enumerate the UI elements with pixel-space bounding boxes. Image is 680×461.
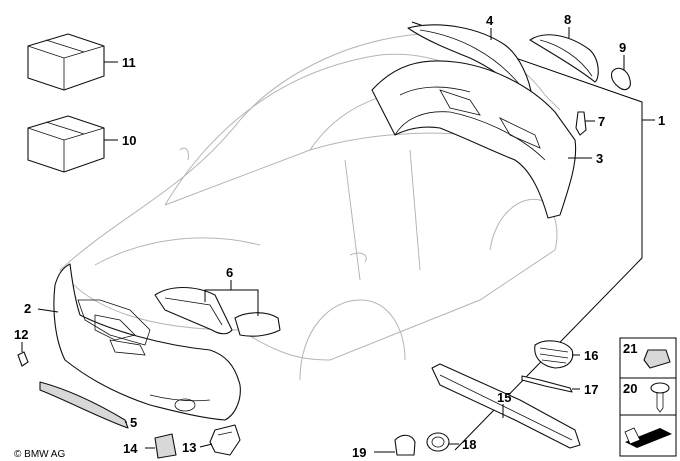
part-fog-cover-19[interactable]: [394, 434, 416, 456]
callout-17: 17: [584, 382, 598, 397]
callout-20: 20: [623, 381, 637, 396]
callout-12: 12: [14, 327, 28, 342]
callout-15: 15: [497, 390, 511, 405]
part-lower-grille-5[interactable]: [39, 381, 129, 429]
part-fog-cover-16[interactable]: [534, 340, 574, 369]
car-outline: [59, 33, 561, 381]
part-clip-7[interactable]: [575, 111, 587, 136]
callout-11: 11: [122, 55, 136, 70]
part-front-bumper-2[interactable]: [53, 263, 241, 421]
part-air-duct-6a[interactable]: [154, 287, 233, 335]
copyright-label: © BMW AG: [14, 449, 65, 460]
callout-2: 2: [24, 301, 31, 316]
callout-19: 19: [352, 445, 366, 460]
callout-10: 10: [122, 133, 136, 148]
part-bracket-14[interactable]: [154, 433, 177, 459]
part-crossmember-15[interactable]: [431, 363, 581, 449]
callout-18: 18: [462, 437, 476, 452]
part-screw-20[interactable]: [650, 382, 670, 413]
part-cover-9[interactable]: [610, 67, 631, 91]
part-trim-17[interactable]: [521, 375, 573, 393]
part-air-duct-6b[interactable]: [234, 312, 281, 337]
arrow-icon: [624, 427, 672, 448]
part-box-11[interactable]: [27, 33, 105, 91]
small-parts-panel: [619, 337, 677, 457]
callout-4: 4: [486, 13, 494, 28]
callout-6: 6: [226, 265, 233, 280]
callout-3: 3: [596, 151, 603, 166]
callout-5: 5: [130, 415, 137, 430]
part-box-10[interactable]: [27, 115, 105, 173]
callout-13: 13: [182, 440, 196, 455]
callout-8: 8: [564, 12, 571, 27]
callout-9: 9: [619, 40, 626, 55]
callout-21: 21: [623, 341, 637, 356]
part-fog-lamp-18[interactable]: [426, 432, 450, 452]
part-clip-12[interactable]: [17, 351, 29, 367]
part-trim-strip-8[interactable]: [529, 34, 599, 83]
leader-lines: [21, 27, 625, 453]
leader-6: [204, 280, 259, 316]
callout-14: 14: [123, 441, 138, 456]
part-bracket-13[interactable]: [209, 424, 241, 456]
callout-7: 7: [598, 114, 605, 129]
callout-1: 1: [658, 113, 665, 128]
callout-16: 16: [584, 348, 598, 363]
part-clip-nut-21[interactable]: [643, 349, 671, 369]
part-rear-bumper-3[interactable]: [371, 60, 577, 219]
